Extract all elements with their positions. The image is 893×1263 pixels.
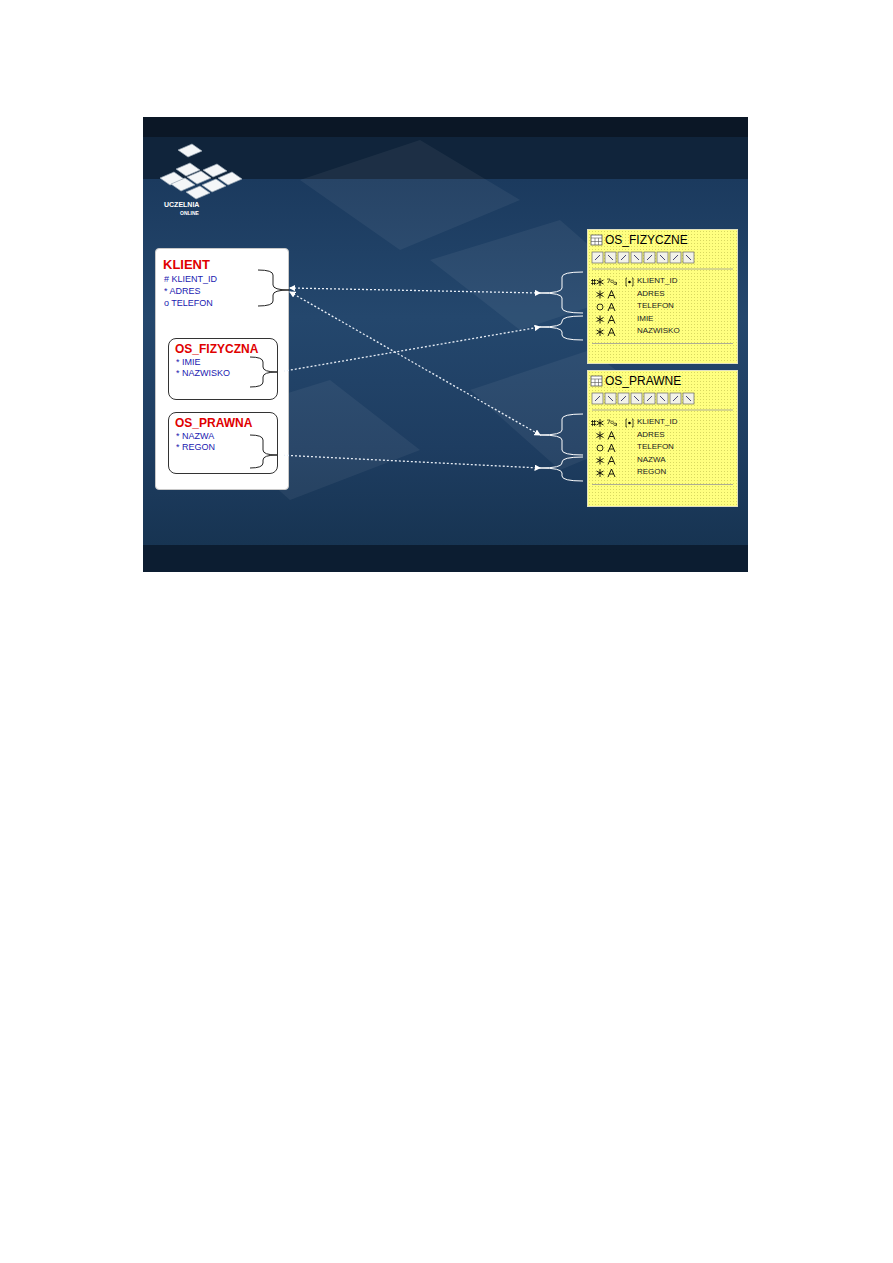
column-name: NAZWISKO: [637, 325, 737, 338]
table-box: OS_FIZYCZNE KLIENT_IDADRESTELEFONIMIENAZW…: [587, 229, 738, 364]
attribute-text: * NAZWISKO: [176, 368, 277, 379]
table-icons: [588, 371, 739, 508]
column-name: TELEFON: [637, 441, 737, 454]
attribute-text: * REGON: [176, 442, 277, 453]
subtype-box: OS_FIZYCZNA* IMIE* NAZWISKO: [168, 338, 278, 400]
column-name: ADRES: [637, 429, 737, 442]
column-name: NAZWA: [637, 454, 737, 467]
table-name: OS_PRAWNE: [605, 374, 737, 388]
subtype-name: OS_PRAWNA: [175, 416, 277, 431]
dotted-connector: [279, 327, 540, 372]
logo-text: UCZELNIA: [164, 201, 199, 209]
attribute-text: # KLIENT_ID: [164, 273, 288, 285]
entity-panel: KLIENT# KLIENT_ID* ADRESo TELEFON OS_FIZY…: [155, 248, 289, 490]
attribute-text: o TELEFON: [164, 297, 288, 309]
logo-text: ONLINE: [180, 210, 199, 216]
column-name: TELEFON: [637, 300, 737, 313]
table-name: OS_FIZYCZNE: [605, 233, 737, 247]
column-name: KLIENT_ID: [637, 416, 737, 429]
dotted-connector: [279, 455, 540, 468]
column-brace: [540, 272, 583, 481]
dotted-connector: [290, 292, 540, 435]
column-name: ADRES: [637, 288, 737, 301]
attribute-text: * IMIE: [176, 357, 277, 368]
column-name: IMIE: [637, 313, 737, 326]
column-name: REGON: [637, 466, 737, 479]
subtype-box: OS_PRAWNA* NAZWA* REGON: [168, 412, 278, 474]
attribute-text: * NAZWA: [176, 431, 277, 442]
column-name: KLIENT_ID: [637, 275, 737, 288]
entity-name: KLIENT: [163, 257, 288, 273]
attribute-text: * ADRES: [164, 285, 288, 297]
dotted-connector: [290, 288, 540, 293]
logo-tiles: [160, 144, 242, 199]
table-box: OS_PRAWNE KLIENT_IDADRESTELEFONNAZWAREGON: [587, 370, 738, 507]
attribute-brace: [250, 270, 289, 468]
subtype-name: OS_FIZYCZNA: [175, 342, 277, 357]
